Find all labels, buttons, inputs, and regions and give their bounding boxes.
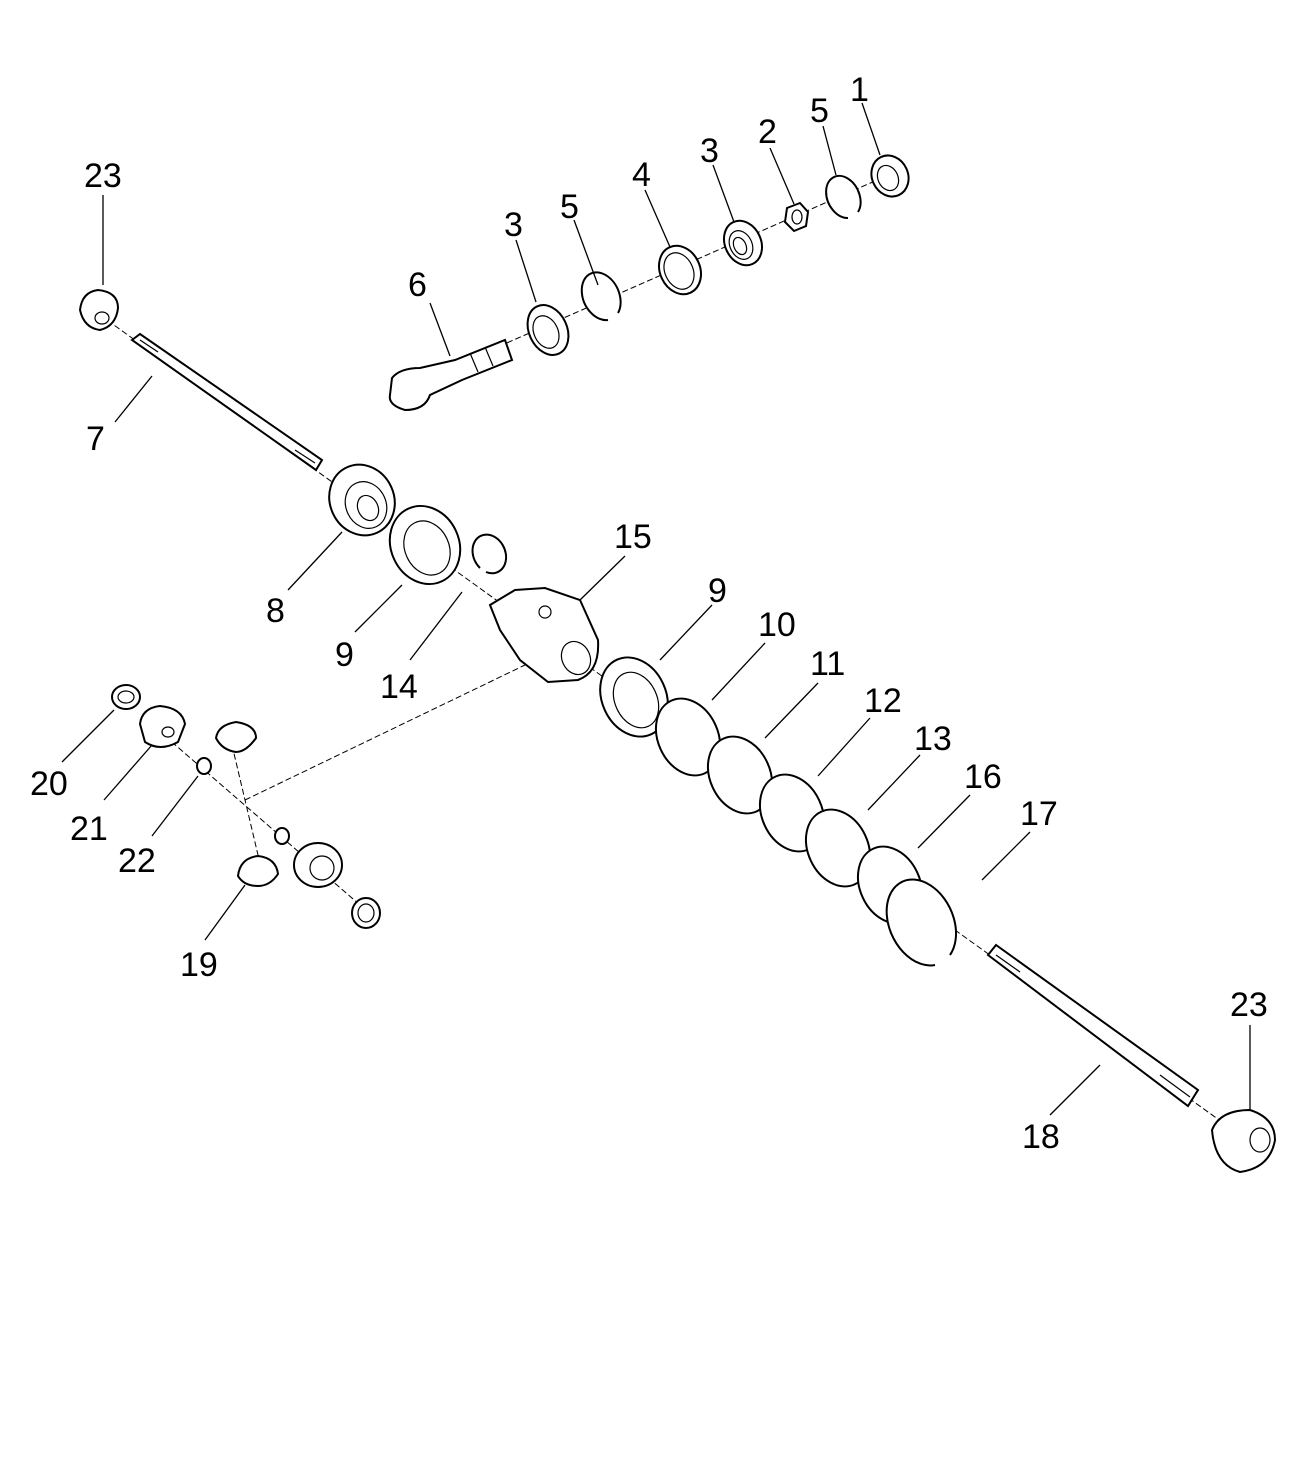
part-cap-top: [214, 720, 258, 754]
callout-17: 17: [1020, 795, 1058, 833]
part-3-bearing-upper: [723, 219, 763, 267]
part-6-stub-shaft: [388, 338, 514, 412]
callout-10: 10: [758, 606, 796, 644]
part-20-washer: [111, 684, 141, 710]
part-17-circlip: [885, 878, 958, 967]
part-4-spacer-ring: [658, 244, 702, 296]
part-5-circlip-lower: [580, 271, 622, 322]
callout-9-right: 9: [708, 572, 727, 610]
callout-15: 15: [614, 518, 652, 556]
callout-19: 19: [180, 946, 218, 984]
part-19-cap: [236, 854, 280, 888]
leader-lines: [61, 102, 1251, 1116]
callout-12: 12: [864, 682, 902, 720]
callout-1: 1: [850, 71, 869, 109]
part-14-snap-ring: [471, 533, 508, 575]
part-5-circlip-upper: [825, 174, 862, 220]
part-8-hub: [328, 463, 396, 537]
part-7-shaft: [130, 332, 324, 472]
callout-14: 14: [380, 668, 418, 706]
callout-9-left: 9: [335, 636, 354, 674]
callout-11: 11: [810, 645, 845, 683]
part-2-nut: [783, 201, 810, 233]
assembly-axes: [99, 169, 1241, 1136]
part-20-washer-right: [351, 897, 381, 929]
part-18-shaft: [986, 943, 1200, 1108]
callout-5-lower: 5: [560, 188, 579, 226]
callout-4: 4: [632, 156, 651, 194]
part-22-seal-ring: [196, 757, 290, 845]
part-21-cup: [138, 704, 187, 748]
callout-20: 20: [30, 765, 68, 803]
callout-3-upper: 3: [700, 132, 719, 170]
callout-22: 22: [118, 842, 156, 880]
part-11-o-ring: [706, 735, 774, 815]
part-15-yoke: [488, 586, 600, 684]
part-1-seal: [870, 154, 910, 198]
part-23-cap-right: [1210, 1108, 1277, 1174]
callout-3-lower: 3: [504, 206, 523, 244]
callout-23-left: 23: [84, 157, 122, 195]
part-10-o-ring: [654, 697, 722, 777]
callout-6: 6: [408, 266, 427, 304]
part-21-cup-right: [293, 842, 343, 888]
callout-5-upper: 5: [810, 92, 829, 130]
callouts: 1 2 3 3 4 5 5 6 7 8 9 9 10 11 12 13 14 1…: [30, 71, 1268, 1156]
callout-16: 16: [964, 758, 1002, 796]
part-3-bearing-lower: [526, 304, 570, 356]
callout-2: 2: [758, 113, 777, 151]
callout-21: 21: [70, 810, 108, 848]
part-9-bearing-right: [599, 656, 669, 738]
part-23-cap-left: [78, 288, 120, 332]
part-13-o-ring: [804, 808, 872, 888]
callout-23-right: 23: [1230, 986, 1268, 1024]
callout-18: 18: [1022, 1118, 1060, 1156]
callout-7: 7: [86, 420, 105, 458]
part-9-bearing-left: [388, 505, 462, 585]
callout-8: 8: [266, 592, 285, 630]
callout-13: 13: [914, 720, 952, 758]
